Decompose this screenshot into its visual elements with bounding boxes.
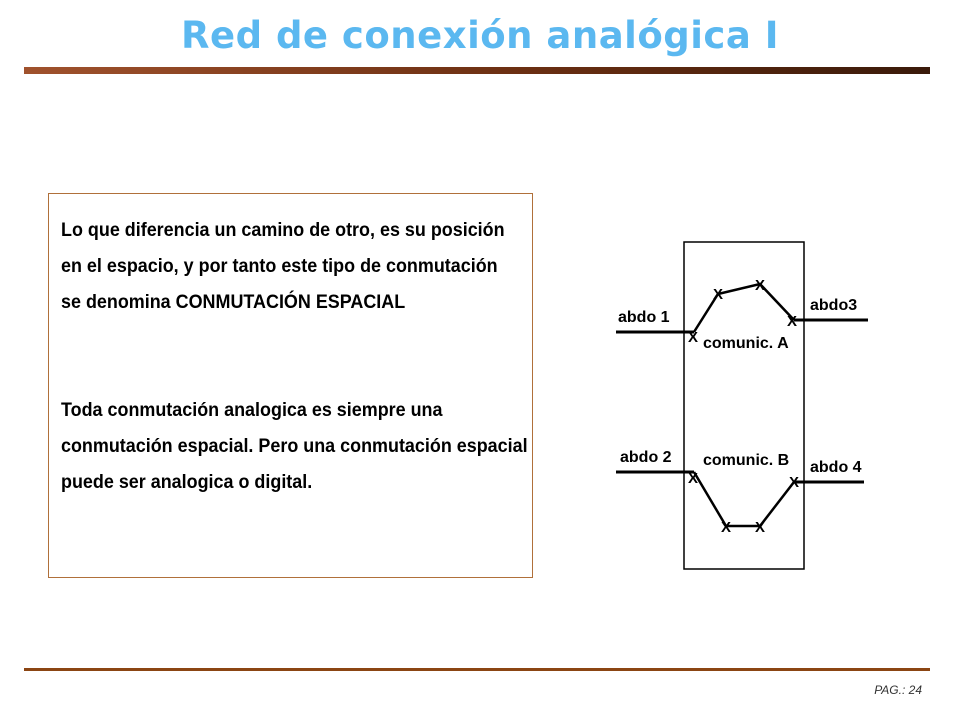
path-b: [692, 471, 795, 528]
text-line: Lo que diferencia un camino de otro, es …: [61, 219, 505, 241]
paragraph-spatial-switching: Lo que diferencia un camino de otro, es …: [61, 212, 505, 320]
crosspoint-mark: X: [721, 519, 731, 536]
text-line: Toda conmutación analogica es siempre un…: [61, 399, 443, 421]
slide-title: Red de conexión analógica I: [181, 14, 779, 57]
paragraph-analog-switching: Toda conmutación analogica es siempre un…: [61, 392, 528, 500]
text-box: Lo que diferencia un camino de otro, es …: [48, 193, 533, 578]
text-line: conmutación espacial. Pero una conmutaci…: [61, 435, 528, 457]
text-line: puede ser analogica o digital.: [61, 471, 313, 493]
label-abdo2: abdo 2: [620, 449, 672, 466]
path-a: [692, 282, 795, 333]
title-underline: [24, 67, 930, 74]
label-abdo3: abdo3: [810, 297, 857, 314]
crosspoint-mark: X: [755, 277, 765, 294]
crosspoint-mark: X: [713, 286, 723, 303]
label-comunic-a: comunic. A: [703, 335, 789, 352]
text-line: se denomina CONMUTACIÓN ESPACIAL: [61, 291, 406, 313]
switching-diagram: X X X X X X X X abdo 1 abdo3 abdo 2 abdo…: [616, 241, 868, 570]
crosspoint-mark: X: [787, 313, 797, 330]
text-line: en el espacio, y por tanto este tipo de …: [61, 255, 498, 277]
footer-rule: [24, 668, 930, 671]
crosspoint-mark: X: [789, 474, 799, 491]
label-abdo4: abdo 4: [810, 459, 862, 476]
switch-box: [683, 241, 805, 570]
crosspoint-mark: X: [688, 470, 698, 487]
label-abdo1: abdo 1: [618, 309, 670, 326]
page-number: PAG.: 24: [874, 683, 922, 697]
label-comunic-b: comunic. B: [703, 452, 789, 469]
crosspoint-mark: X: [755, 519, 765, 536]
crosspoint-mark: X: [688, 329, 698, 346]
